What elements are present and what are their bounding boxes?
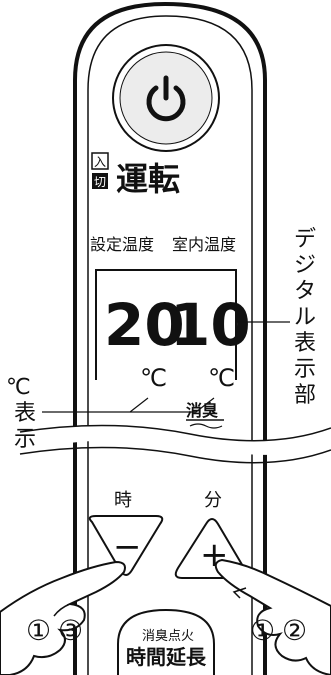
off-badge-box <box>92 173 108 189</box>
set-temp-label: 設定温度 <box>90 235 154 254</box>
callout-celsius-3: 示 <box>14 427 36 452</box>
break-line-top <box>19 424 331 442</box>
hour-label: 時 <box>114 490 132 511</box>
room-temp-unit: ℃ <box>208 364 235 392</box>
step-right-2: ② <box>282 614 307 647</box>
on-badge: 入 <box>94 155 106 169</box>
callout-celsius-2: 表 <box>14 401 36 426</box>
step-right-1: ① <box>250 614 275 647</box>
run-label: 運転 <box>116 160 180 198</box>
digital-display <box>95 269 237 380</box>
callout-line-celsius-right <box>130 397 215 413</box>
break-band <box>20 425 331 455</box>
set-temp-unit: ℃ <box>140 364 167 392</box>
callout-digital-7: 部 <box>294 383 316 408</box>
power-button[interactable] <box>112 44 220 152</box>
left-hand-crease <box>53 603 71 617</box>
room-temp-label: 室内温度 <box>172 235 236 254</box>
minute-label: 分 <box>204 490 222 511</box>
callout-celsius-1: ℃ <box>6 375 31 400</box>
time-extend-button[interactable]: 消臭点火 時間延長 <box>117 608 215 675</box>
time-extend-bottom-label: 時間延長 <box>126 645 207 669</box>
step-left-3: ③ <box>58 614 83 647</box>
deodorize-wave <box>189 423 223 429</box>
minus-button[interactable]: − <box>88 515 164 576</box>
step-left-1: ① <box>26 614 51 647</box>
callout-digital-6: 示 <box>294 357 316 382</box>
on-badge-box <box>91 152 109 170</box>
deodorize-label: 消臭 <box>186 401 218 420</box>
break-line-bottom <box>19 446 331 464</box>
remote-inner-outline <box>87 15 253 675</box>
off-badge: 切 <box>94 175 106 189</box>
minus-symbol: − <box>113 527 142 567</box>
callout-digital-5: 表 <box>294 331 316 356</box>
callout-digital-2: ジ <box>294 253 316 278</box>
right-hand-detail <box>232 587 247 599</box>
left-hand-icon <box>0 560 126 675</box>
time-extend-top-label: 消臭点火 <box>142 629 194 644</box>
room-temp-value: 10 <box>170 291 251 359</box>
callout-digital-3: タ <box>294 279 316 304</box>
set-temp-value: 20 <box>104 291 185 359</box>
callout-digital-4: ル <box>294 305 316 330</box>
callout-digital-1: デ <box>294 227 316 252</box>
power-icon <box>146 75 186 122</box>
